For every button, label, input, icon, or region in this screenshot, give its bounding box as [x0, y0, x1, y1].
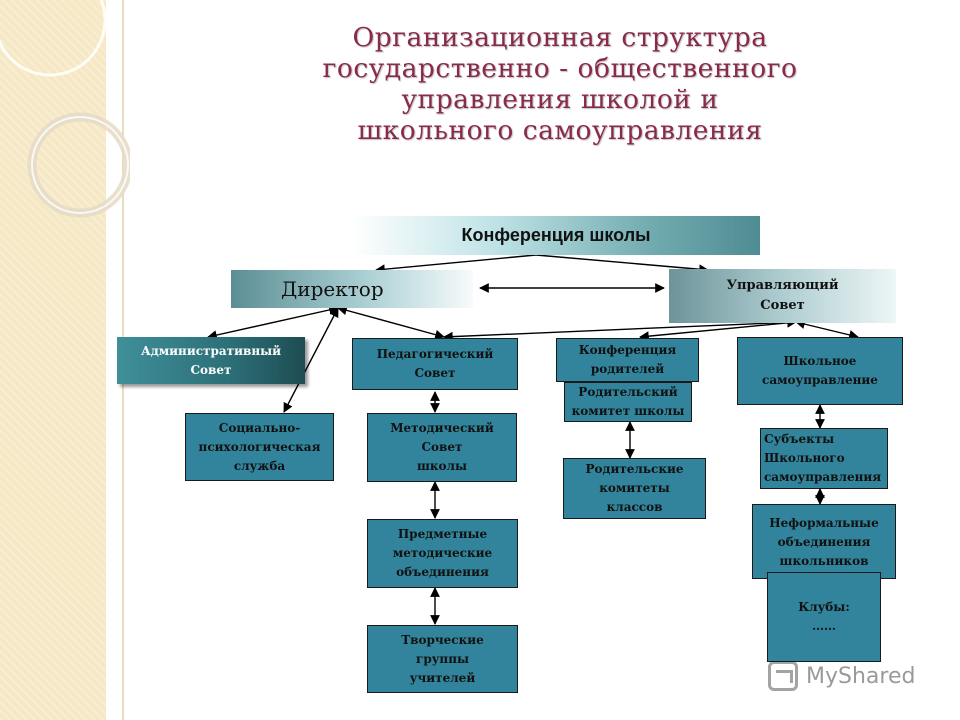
node-pedagogical-council: Педагогический Совет	[352, 338, 518, 390]
node-social-psych-service-line-2: психологическая	[198, 439, 321, 454]
decorative-circles	[0, 0, 130, 218]
connector-council-parents	[639, 317, 797, 342]
connector-council-selfgov	[795, 319, 859, 340]
node-clubs-line-2: ……	[812, 619, 836, 633]
title-line-2: государственно - общественного	[322, 53, 798, 84]
node-parent-committee-school: Родительский комитет школы	[564, 382, 692, 422]
node-pedagogical-council-line-1: Педагогический	[376, 347, 494, 361]
node-governing-council: Управляющий Совет	[669, 269, 896, 323]
page-title: Организационная структура государственно…	[180, 22, 940, 146]
node-parent-committees-classes: Родительские комитеты классов	[563, 458, 706, 519]
node-admin-council-line-1: Административный	[140, 343, 282, 358]
node-parent-committees-classes-line-2: комитеты	[599, 481, 670, 495]
node-self-gov-subjects-line-2: Школьного	[764, 451, 845, 465]
node-social-psych-service-line-3: служба	[233, 458, 286, 473]
title-line-4: школьного самоуправления	[357, 115, 763, 146]
node-creative-groups-line-3: учителей	[409, 670, 476, 685]
node-informal-associations-line-3: школьников	[779, 554, 869, 568]
node-school-self-government-line-1: Школьное	[783, 354, 857, 368]
node-creative-groups-line-1: Творческие	[401, 632, 484, 647]
node-subject-associations-line-3: объединения	[396, 565, 489, 579]
node-methodical-council-line-1: Методический	[390, 421, 494, 435]
node-parent-committees-classes-line-3: классов	[606, 500, 663, 514]
node-methodical-council-line-2: Совет	[421, 440, 463, 454]
node-creative-groups: Творческие группы учителей	[367, 625, 518, 693]
node-governing-council-line-1: Управляющий	[726, 278, 839, 293]
node-admin-council: Административный Совет	[117, 337, 305, 384]
node-conference-label: Конференция школы	[461, 225, 651, 245]
connector-council-pedagogical	[443, 317, 797, 342]
node-subject-associations: Предметные методические объединения	[367, 519, 518, 588]
node-parent-committees-classes-line-1: Родительские	[585, 462, 684, 476]
node-parent-committee-school-line-1: Родительский	[578, 385, 678, 399]
node-governing-council-line-2: Совет	[760, 298, 805, 313]
node-parent-conference: Конференция родителей	[556, 338, 699, 382]
connector-conference-council	[535, 254, 709, 275]
node-conference: Конференция школы	[352, 216, 760, 255]
watermark: MyShared	[768, 656, 948, 696]
node-methodical-council-line-3: школы	[416, 459, 468, 473]
node-school-self-government: Школьное самоуправление	[737, 337, 903, 405]
node-subject-associations-line-1: Предметные	[397, 527, 488, 541]
watermark-text: MyShared	[806, 663, 916, 689]
node-director-label: Директор	[281, 276, 384, 301]
node-social-psych-service: Социально- психологическая служба	[185, 413, 334, 481]
node-clubs: Клубы: ……	[767, 572, 881, 662]
connector-director-social	[283, 307, 339, 413]
node-clubs-line-1: Клубы:	[798, 600, 850, 614]
node-informal-associations-line-1: Неформальные	[769, 516, 879, 530]
myshared-logo-icon	[768, 661, 798, 691]
node-self-gov-subjects-line-3: самоуправления	[764, 470, 882, 484]
connector-conference-director	[375, 254, 537, 275]
title-line-1: Организационная структура	[352, 22, 768, 53]
node-self-gov-subjects-line-1: Субъекты	[764, 432, 835, 446]
node-methodical-council: Методический Совет школы	[367, 413, 517, 482]
node-informal-associations: Неформальные объединения школьников	[752, 504, 896, 579]
node-creative-groups-line-2: группы	[415, 651, 470, 666]
node-parent-conference-line-2: родителей	[590, 362, 665, 376]
node-director: Директор	[231, 270, 473, 308]
node-informal-associations-line-2: объединения	[777, 535, 871, 549]
node-social-psych-service-line-1: Социально-	[218, 420, 301, 435]
node-subject-associations-line-2: методические	[392, 546, 493, 560]
node-school-self-government-line-2: самоуправление	[762, 373, 878, 387]
node-admin-council-line-2: Совет	[190, 362, 232, 377]
node-pedagogical-council-line-2: Совет	[414, 366, 456, 380]
connector-director-admin	[207, 305, 339, 340]
node-parent-committee-school-line-2: комитет школы	[571, 404, 685, 418]
connector-director-pedagogical	[337, 305, 445, 340]
node-self-gov-subjects: Субъекты Школьного самоуправления	[760, 428, 888, 489]
node-parent-conference-line-1: Конференция	[578, 343, 677, 357]
title-line-3: управления школой и	[401, 84, 719, 115]
